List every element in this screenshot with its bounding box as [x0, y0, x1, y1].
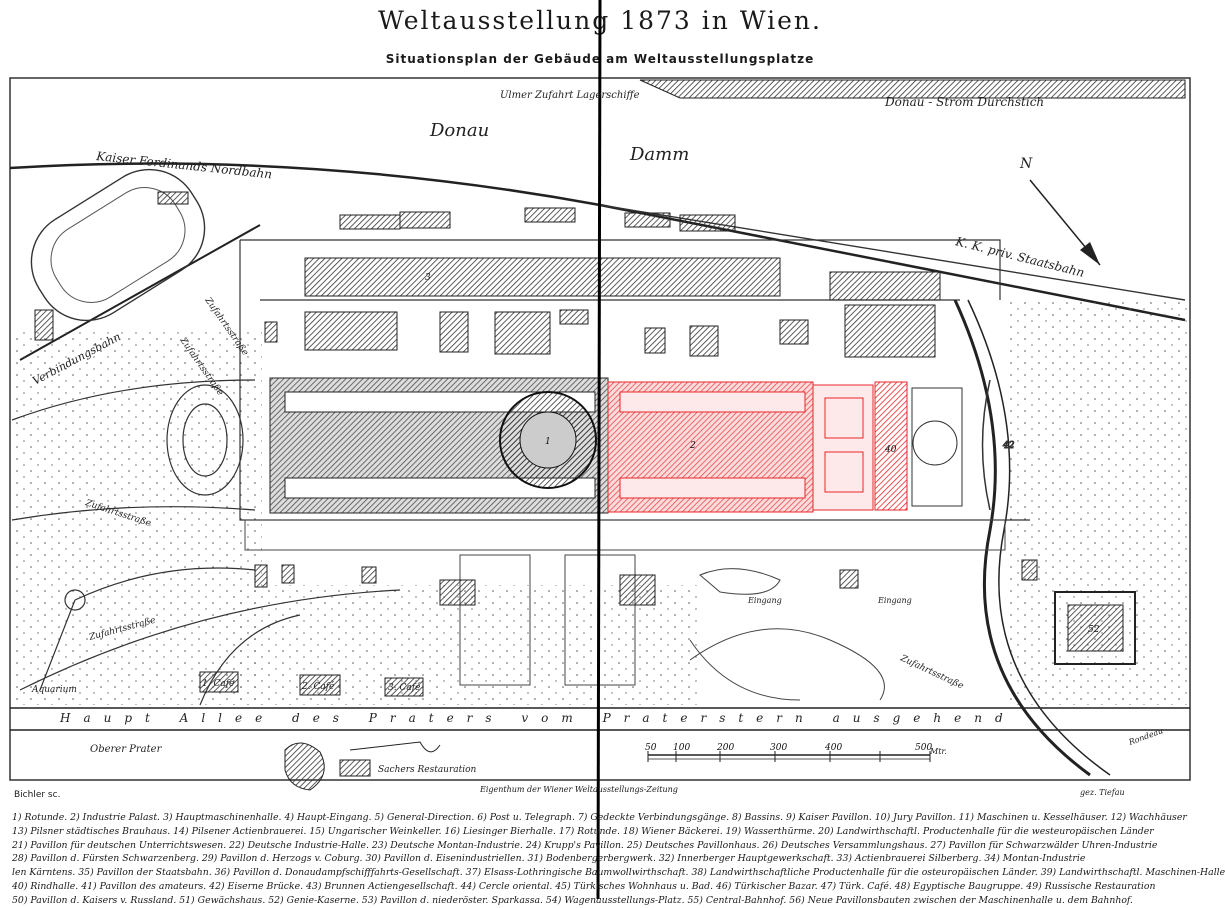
park-west — [12, 330, 262, 705]
property-note: Eigenthum der Wiener Weltausstellungs-Ze… — [480, 785, 678, 794]
label-eingang-1: Eingang — [747, 596, 782, 605]
label-oberer-prater: Oberer Prater — [90, 744, 163, 755]
label-donau: Donau — [429, 120, 489, 141]
prater-pond — [284, 741, 441, 791]
engraver-credit: Bichler sc. — [14, 790, 61, 800]
pavilion-row — [264, 304, 936, 358]
legend-line: 1) Rotunde. 2) Industrie Palast. 3) Haup… — [12, 812, 1187, 823]
scale-bar: 50 100 200 300 400 500 — [645, 743, 932, 762]
svg-text:1: 1 — [545, 437, 551, 447]
haupt-allee — [10, 707, 1190, 731]
garden-east: 42 — [911, 379, 1015, 511]
legend-line: 28) Pavillon d. Fürsten Schwarzenberg. 2… — [12, 853, 1086, 865]
label-donau-strom: Donau - Strom Durchstich — [884, 95, 1044, 109]
label-aquarium: Aquarium — [31, 685, 77, 695]
north-annexes — [34, 191, 941, 341]
svg-text:3: 3 — [425, 273, 431, 283]
scale-tick-500: 500 — [915, 743, 932, 753]
svg-text:40: 40 — [884, 445, 897, 455]
legend-line: 21) Pavillon für deutschen Unterrichtswe… — [12, 839, 1158, 851]
danube-railway — [639, 79, 1186, 99]
scale-tick-300: 300 — [770, 743, 787, 753]
draftsman-credit: gez. Tiefau — [1080, 788, 1125, 797]
genie-barracks: 52 — [1054, 591, 1136, 665]
industry-palace-west — [269, 377, 609, 514]
legend-line: len Kärntens. 35) Pavillon der Staatsbah… — [12, 867, 1225, 879]
scale-tick-100: 100 — [673, 743, 690, 753]
industry-palace-east-highlight: 40 2 — [607, 381, 908, 513]
label-cafe-2: 2. Café — [301, 681, 335, 692]
north-label: N — [1019, 156, 1033, 172]
svg-text:2: 2 — [689, 441, 696, 451]
scale-unit: Mtr. — [930, 747, 947, 756]
nordbahn-line — [9, 162, 1186, 322]
heustadelwasser — [953, 299, 1091, 777]
south-pavilions — [199, 559, 1038, 777]
svg-text:52: 52 — [1088, 625, 1100, 635]
north-arrow-icon: N — [1019, 156, 1101, 266]
rotunde: 1 — [499, 391, 597, 489]
machine-hall: 3 — [304, 257, 781, 297]
label-cafe-1: 1. Café — [202, 678, 235, 689]
legend: 1) Rotunde. 2) Industrie Palast. 3) Haup… — [12, 811, 1225, 908]
label-ulmer: Ulmer Zufahrt Lagerschiffe — [500, 90, 640, 101]
label-zufahrt-5: Zufahrtsstraße — [898, 653, 965, 691]
scale-tick-400: 400 — [824, 743, 842, 753]
page-seam — [596, 0, 602, 900]
wagon-exhibition-yard — [30, 168, 206, 322]
label-haupt-allee: Haupt Allee des Praters vom Praterstern … — [59, 711, 1016, 725]
west-park-roads — [11, 379, 401, 706]
label-nordbahn: Kaiser Ferdinands Nordbahn — [95, 149, 273, 181]
label-eingang-2: Eingang — [877, 596, 912, 605]
site-plan: 3 1 — [9, 0, 1191, 900]
legend-line: 40) Rindhalle. 41) Pavillon des amateurs… — [12, 880, 1156, 892]
label-sachers: Sachers Restauration — [378, 765, 477, 775]
south-gardens — [244, 519, 1006, 701]
svg-text:42: 42 — [1002, 441, 1015, 451]
label-damm: Damm — [629, 144, 689, 165]
legend-line: 13) Pilsner städtisches Brauhaus. 14) Pi… — [12, 825, 1154, 837]
scale-tick-200: 200 — [716, 743, 734, 753]
scale-tick-50: 50 — [645, 743, 657, 753]
legend-line: 50) Pavillon d. Kaisers v. Russland. 51)… — [12, 894, 1133, 906]
label-cafe-3: 3. Café — [388, 682, 421, 693]
